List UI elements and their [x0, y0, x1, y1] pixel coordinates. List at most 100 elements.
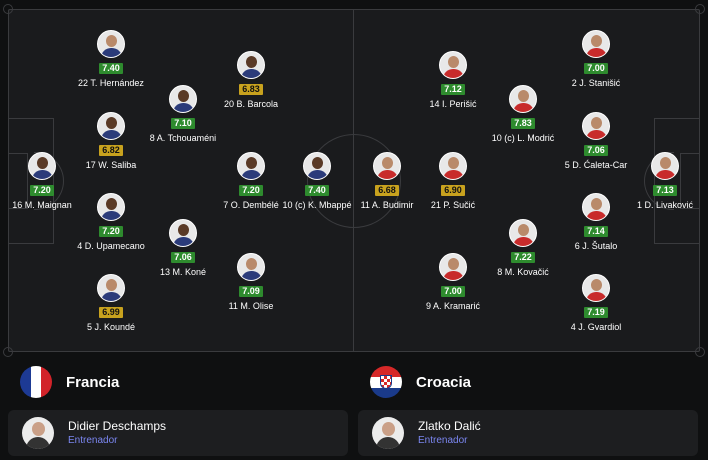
- player-avatar: [97, 274, 125, 302]
- player-avatar: [237, 253, 265, 281]
- flag-stripe: [30, 366, 42, 398]
- flag-stripe: [370, 366, 402, 377]
- player-card[interactable]: 7.40 22 T. Hernández: [69, 30, 153, 89]
- player-avatar: [439, 152, 467, 180]
- player-card[interactable]: 6.90 21 P. Sučić: [411, 152, 495, 211]
- player-name: 13 M. Koné: [159, 267, 207, 277]
- flag-stripe: [370, 388, 402, 398]
- player-card[interactable]: 7.20 4 D. Upamecano: [69, 193, 153, 252]
- player-rating: 7.09: [239, 286, 263, 297]
- player-name: 7 O. Dembélé: [223, 200, 279, 210]
- player-card[interactable]: 7.13 1 D. Livaković: [623, 152, 707, 211]
- player-avatar: [237, 51, 265, 79]
- team-name: Croacia: [416, 373, 472, 391]
- player-rating: 7.20: [30, 185, 54, 196]
- team-name: Francia: [66, 373, 120, 391]
- player-card[interactable]: 7.06 5 D. Ćaleta-Car: [554, 112, 638, 171]
- coach-card-home[interactable]: Didier Deschamps Entrenador: [8, 410, 348, 456]
- player-rating: 6.68: [375, 185, 399, 196]
- player-rating: 7.20: [239, 185, 263, 196]
- player-card[interactable]: 6.82 17 W. Saliba: [69, 112, 153, 171]
- player-card[interactable]: 7.06 13 M. Koné: [141, 219, 225, 278]
- corner-arc: [3, 347, 13, 357]
- team-header-home[interactable]: Francia: [20, 366, 119, 398]
- player-avatar: [97, 112, 125, 140]
- player-rating: 7.19: [584, 307, 608, 318]
- player-name: 5 D. Ćaleta-Car: [564, 160, 628, 170]
- player-rating: 7.22: [511, 252, 535, 263]
- player-rating: 7.10: [171, 118, 195, 129]
- coach-name: Didier Deschamps: [68, 419, 167, 433]
- player-avatar: [169, 219, 197, 247]
- player-name: 14 I. Perišić: [429, 99, 477, 109]
- player-rating: 7.40: [305, 185, 329, 196]
- player-card[interactable]: 6.99 5 J. Koundé: [69, 274, 153, 333]
- player-avatar: [439, 253, 467, 281]
- player-card[interactable]: 6.68 11 A. Budimir: [345, 152, 429, 211]
- player-name: 11 M. Olise: [228, 301, 274, 311]
- player-name: 6 J. Šutalo: [574, 241, 618, 251]
- france-flag-icon: [20, 366, 52, 398]
- player-card[interactable]: 7.00 2 J. Stanišić: [554, 30, 638, 89]
- flag-stripe: [41, 366, 52, 398]
- player-card[interactable]: 7.10 8 A. Tchouaméni: [141, 85, 225, 144]
- player-avatar: [237, 152, 265, 180]
- player-card[interactable]: 7.22 8 M. Kovačić: [481, 219, 565, 278]
- player-avatar: [509, 219, 537, 247]
- player-avatar: [582, 112, 610, 140]
- player-rating: 7.00: [441, 286, 465, 297]
- player-name: 5 J. Koundé: [86, 322, 136, 332]
- player-card[interactable]: 7.14 6 J. Šutalo: [554, 193, 638, 252]
- player-avatar: [651, 152, 679, 180]
- croatia-flag-icon: [370, 366, 402, 398]
- player-card[interactable]: 7.09 11 M. Olise: [209, 253, 293, 312]
- player-rating: 7.40: [99, 63, 123, 74]
- goal-box-left: [8, 153, 28, 209]
- player-rating: 6.83: [239, 84, 263, 95]
- player-rating: 6.99: [99, 307, 123, 318]
- player-card[interactable]: 7.20 16 M. Maignan: [0, 152, 84, 211]
- player-avatar: [439, 51, 467, 79]
- player-rating: 7.00: [584, 63, 608, 74]
- player-card[interactable]: 7.20 7 O. Dembélé: [209, 152, 293, 211]
- player-name: 1 D. Livaković: [636, 200, 694, 210]
- player-name: 21 P. Sučić: [430, 200, 476, 210]
- center-circle: [307, 134, 401, 228]
- player-rating: 7.14: [584, 226, 608, 237]
- player-card[interactable]: 7.40 10 (c) K. Mbappé: [275, 152, 359, 211]
- coach-avatar: [22, 417, 54, 449]
- player-avatar: [582, 274, 610, 302]
- player-card[interactable]: 6.83 20 B. Barcola: [209, 51, 293, 110]
- pitch-border: [8, 9, 700, 352]
- player-card[interactable]: 7.19 4 J. Gvardiol: [554, 274, 638, 333]
- player-card[interactable]: 7.83 10 (c) L. Modrić: [481, 85, 565, 144]
- player-rating: 7.12: [441, 84, 465, 95]
- coach-card-away[interactable]: Zlatko Dalić Entrenador: [358, 410, 698, 456]
- player-avatar: [582, 193, 610, 221]
- player-name: 16 M. Maignan: [12, 200, 72, 210]
- player-name: 10 (c) L. Modrić: [491, 133, 555, 143]
- player-rating: 7.06: [584, 145, 608, 156]
- player-card[interactable]: 7.00 9 A. Kramarić: [411, 253, 495, 312]
- player-name: 2 J. Stanišić: [571, 78, 621, 88]
- player-name: 20 B. Barcola: [223, 99, 279, 109]
- player-avatar: [303, 152, 331, 180]
- corner-arc: [695, 4, 705, 14]
- player-rating: 7.06: [171, 252, 195, 263]
- player-rating: 7.83: [511, 118, 535, 129]
- player-avatar: [582, 30, 610, 58]
- player-name: 8 A. Tchouaméni: [149, 133, 217, 143]
- player-name: 9 A. Kramarić: [425, 301, 481, 311]
- goal-box-right: [680, 153, 700, 209]
- player-rating: 6.82: [99, 145, 123, 156]
- player-avatar: [97, 193, 125, 221]
- team-header-away[interactable]: Croacia: [370, 366, 471, 398]
- corner-arc: [695, 347, 705, 357]
- player-name: 11 A. Budimir: [360, 200, 414, 210]
- player-rating: 6.90: [441, 185, 465, 196]
- player-card[interactable]: 7.12 14 I. Perišić: [411, 51, 495, 110]
- player-avatar: [28, 152, 56, 180]
- player-avatar: [373, 152, 401, 180]
- croatia-shield-icon: [380, 375, 392, 389]
- coach-role: Entrenador: [68, 435, 118, 446]
